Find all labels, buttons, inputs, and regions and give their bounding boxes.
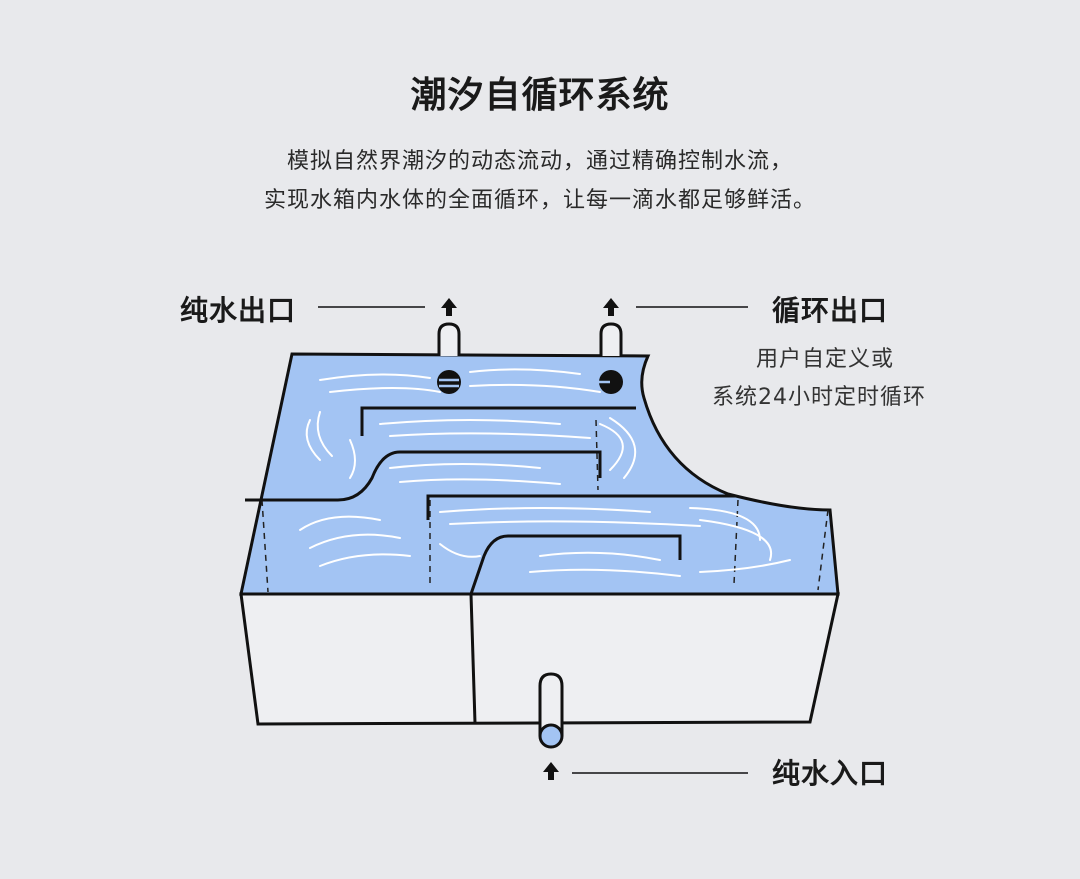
label-circulation-outlet: 循环出口	[772, 294, 889, 327]
label-pure-water-inlet: 纯水入口	[772, 757, 889, 790]
label-circulation-note-2: 系统24小时定时循环	[712, 385, 926, 410]
pure-water-outlet-pipe	[437, 322, 461, 356]
outlet-hole-left	[437, 370, 461, 394]
label-pure-water-outlet: 纯水出口	[180, 294, 297, 327]
up-arrow-icon	[441, 298, 457, 316]
page-title: 潮汐自循环系统	[410, 75, 670, 116]
up-arrow-icon	[603, 298, 619, 316]
label-circulation-note-1: 用户自定义或	[756, 347, 895, 372]
subtitle-line-1: 模拟自然界潮汐的动态流动，通过精确控制水流，	[286, 149, 793, 174]
flow-streaks	[299, 368, 791, 577]
leader-lines	[318, 306, 748, 774]
tank-front-divider	[469, 593, 477, 724]
pure-water-inlet-pipe	[538, 672, 564, 749]
water-surface	[239, 352, 840, 596]
subtitle-line-2: 实现水箱内水体的全面循环，让每一滴水都足够鲜活。	[263, 188, 816, 213]
circulation-outlet-pipe	[599, 322, 623, 356]
baffles	[245, 406, 736, 595]
up-arrow-icon	[543, 762, 559, 780]
outlet-hole-right	[598, 370, 623, 394]
